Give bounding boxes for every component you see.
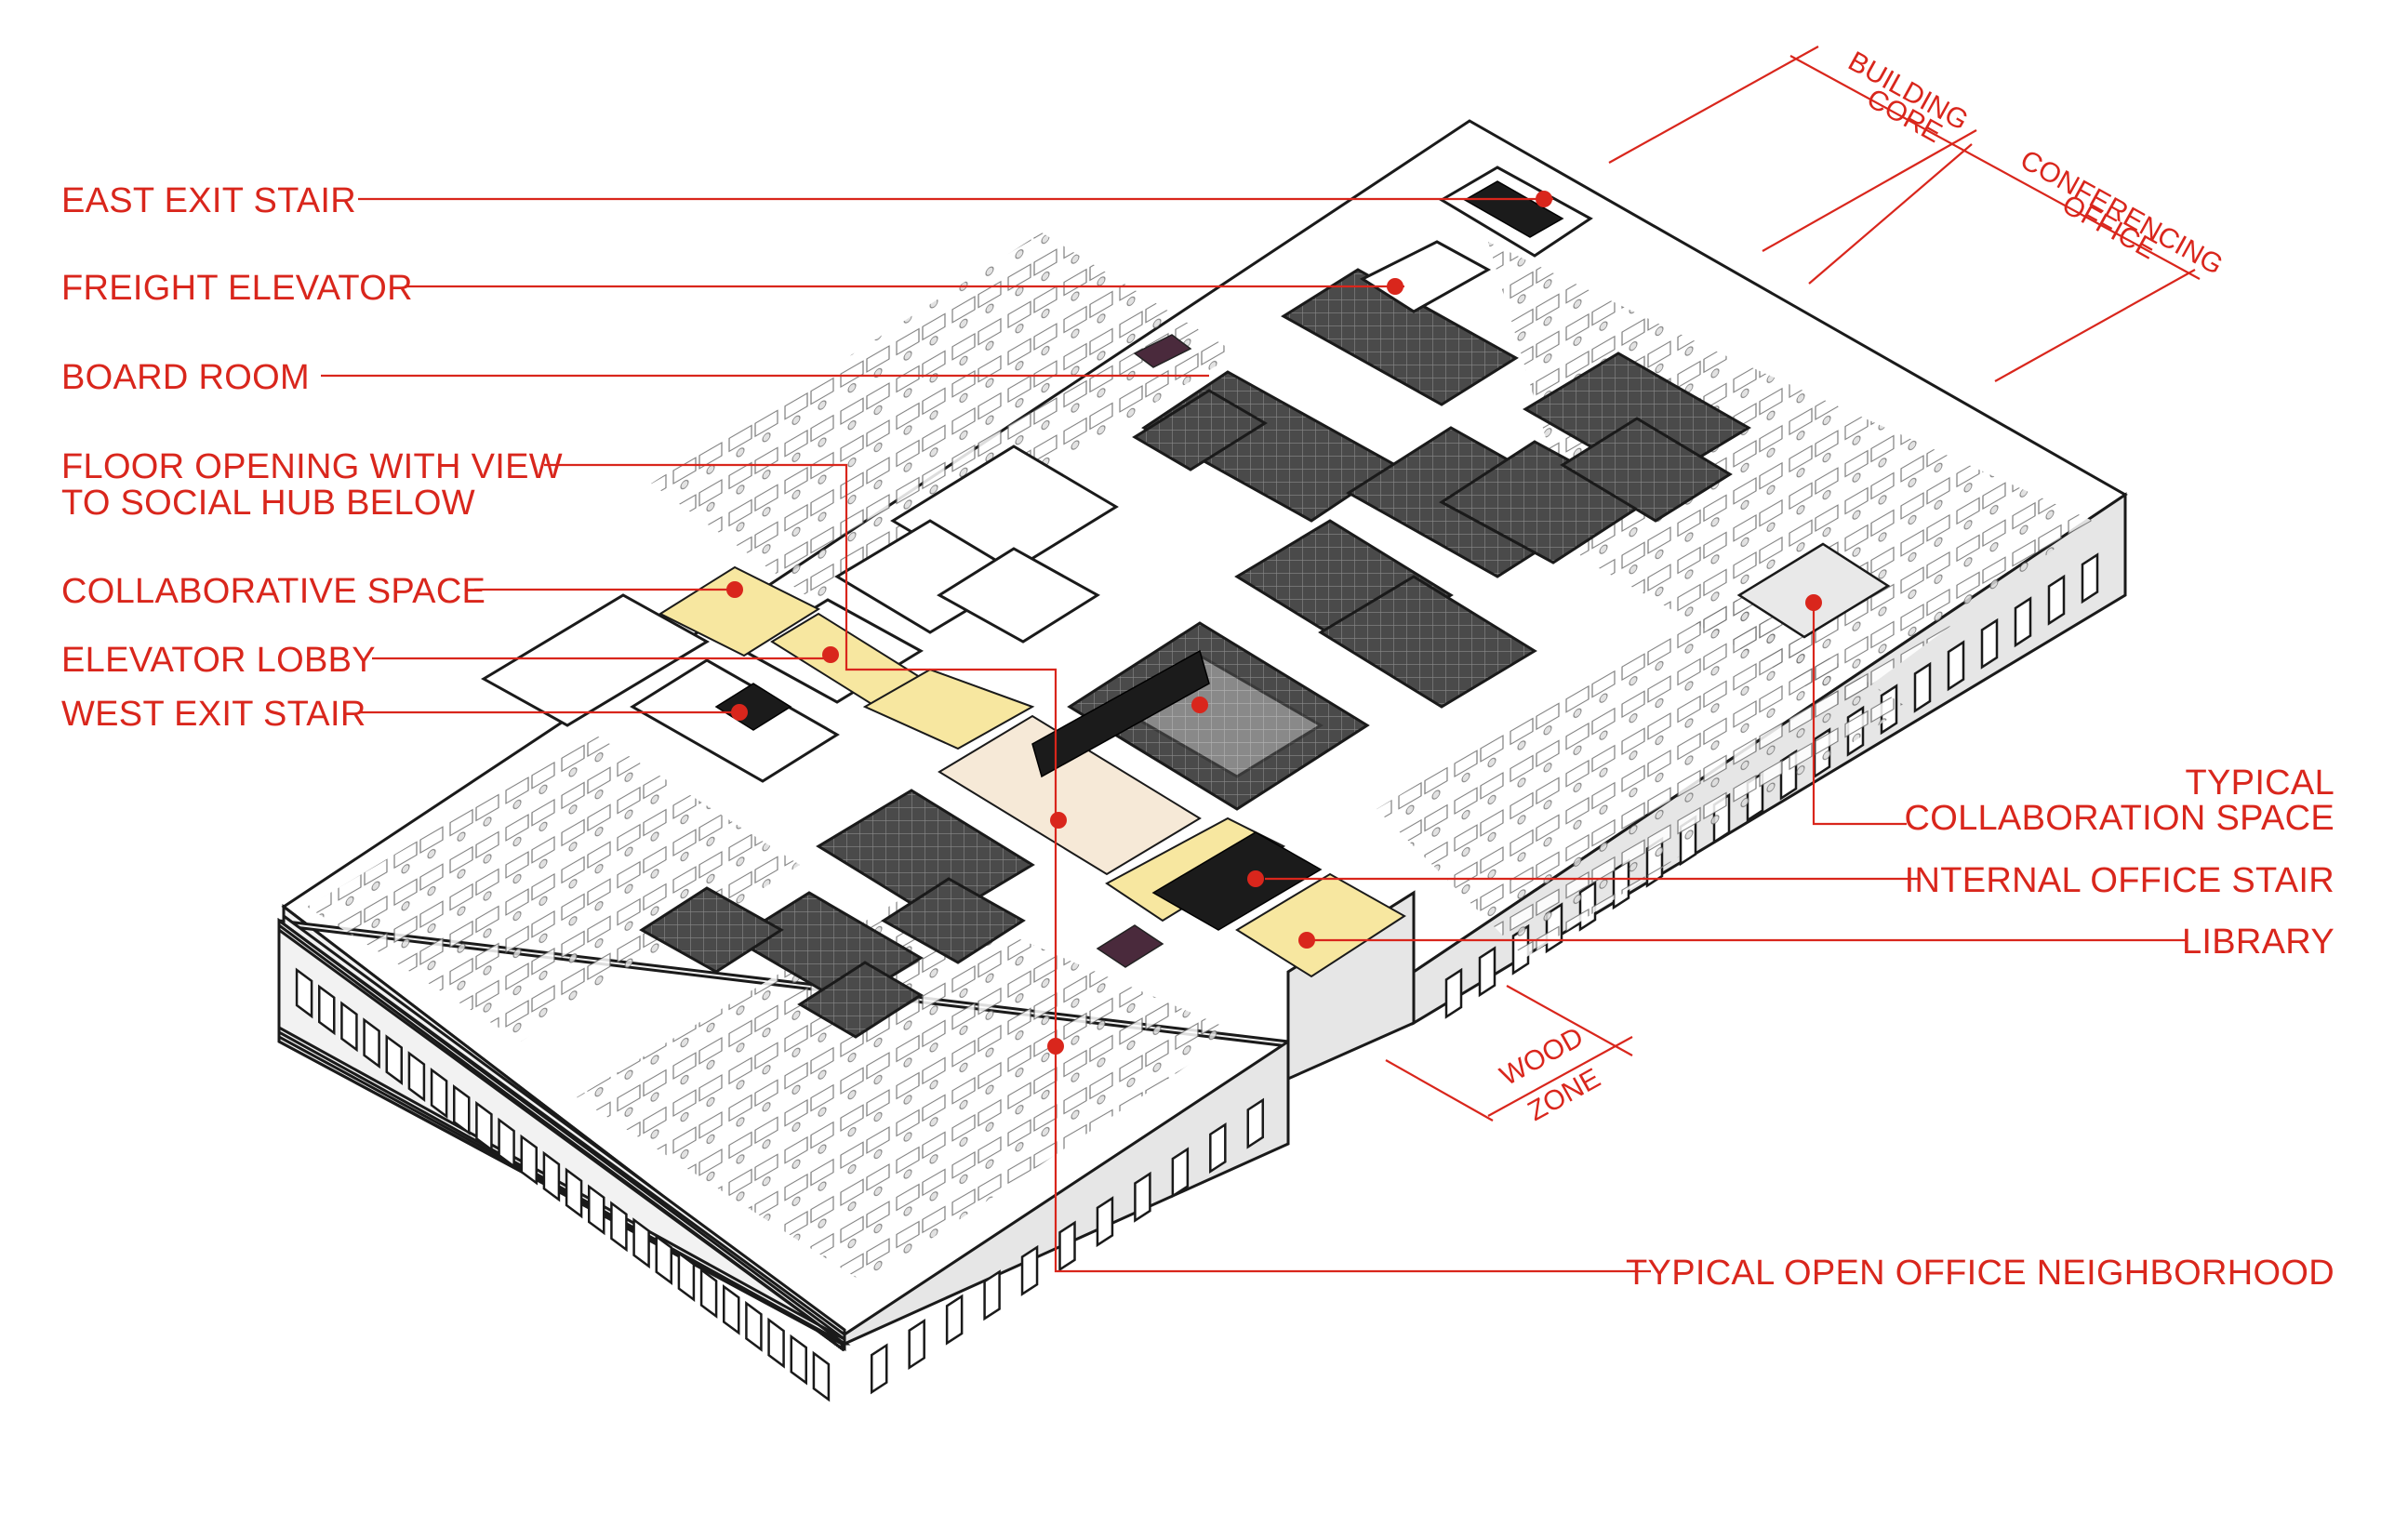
label-library: LIBRARY [2182,923,2334,962]
central-screen-wall [1031,649,1210,778]
window [1171,1147,1190,1199]
window [1096,1196,1114,1248]
window [632,1217,650,1269]
window [767,1317,785,1369]
window [1913,661,1932,713]
window [2014,596,2032,648]
window [453,1083,471,1135]
label-floor-opening-2: TO SOCIAL HUB BELOW [61,484,475,523]
internal-office-stair [1151,831,1323,931]
window [1246,1097,1265,1149]
window [699,1268,718,1319]
label-typical-collab-2: COLLABORATION SPACE [1904,799,2334,838]
central-training-room [1067,621,1370,811]
window [318,984,336,1036]
window [1947,640,1965,692]
window [363,1017,380,1069]
window [983,1269,1001,1321]
library-zone[interactable] [1235,872,1406,978]
window [407,1051,426,1102]
se-low-windows [870,1097,1265,1395]
window [945,1294,964,1346]
conference-room-w1 [816,789,1035,923]
lounge-sofa-south [1096,924,1164,968]
label-typical-collab-1: TYPICAL [2186,763,2334,803]
window [812,1350,831,1402]
window [1444,967,1463,1019]
window [745,1300,763,1352]
label-internal-office-stair: INTERNAL OFFICE STAIR [1905,861,2334,900]
window [1478,946,1496,998]
collaboration-pergola [1736,542,1891,639]
label-collaborative-space: COLLABORATIVE SPACE [61,572,486,611]
window [565,1167,583,1219]
lounge-sofa-north [1133,334,1192,368]
window [610,1201,628,1253]
label-freight-elevator: FREIGHT ELEVATOR [61,269,413,308]
dim-conferencing-1: CONFERENCING [2015,144,2228,281]
window [908,1318,925,1370]
lobby-corridor-zone[interactable] [862,668,1035,750]
open-office-north [651,232,1237,604]
window [542,1150,561,1202]
label-east-exit-stair: EAST EXIT STAIR [61,181,356,220]
window [2047,574,2066,626]
label-elevator-lobby: ELEVATOR LOBBY [61,641,376,680]
conference-room-w5 [881,877,1026,964]
window [475,1100,493,1152]
window [1980,617,1999,670]
window [2081,552,2099,604]
label-floor-opening-1: FLOOR OPENING WITH VIEW [61,447,563,486]
window [430,1068,448,1119]
freight-elevator-room [1281,268,1519,406]
sw-tall-wall [277,927,846,1347]
window [1020,1244,1039,1296]
label-west-exit-stair: WEST EXIT STAIR [61,695,366,734]
window [295,967,313,1019]
label-board-room: BOARD ROOM [61,358,310,397]
window [790,1334,807,1386]
open-office-northeast [1488,242,2093,707]
conference-room-w3 [639,886,784,974]
window [1134,1171,1151,1223]
core-room-3 [937,547,1100,644]
window [498,1117,515,1169]
window [520,1134,538,1186]
conference-room-ne4 [1560,417,1733,523]
west-glass-conference [481,593,710,727]
window [677,1251,696,1302]
open-office-west [307,735,800,1042]
conference-room-mid2 [1318,575,1537,709]
window [1058,1220,1076,1272]
open-office-east [1377,595,1907,958]
window [588,1184,605,1236]
window [655,1234,672,1286]
sw-windows [295,967,831,1402]
west-exit-stair-room [630,658,840,783]
window [385,1034,403,1086]
window [723,1283,740,1335]
open-office-south [577,893,1237,1283]
window [1209,1122,1227,1175]
conference-room-w4 [797,961,924,1039]
window [870,1343,888,1395]
label-typical-open-office: TYPICAL OPEN OFFICE NEIGHBORHOOD [1626,1254,2334,1293]
window [340,1001,358,1053]
floor-opening[interactable] [938,714,1202,876]
